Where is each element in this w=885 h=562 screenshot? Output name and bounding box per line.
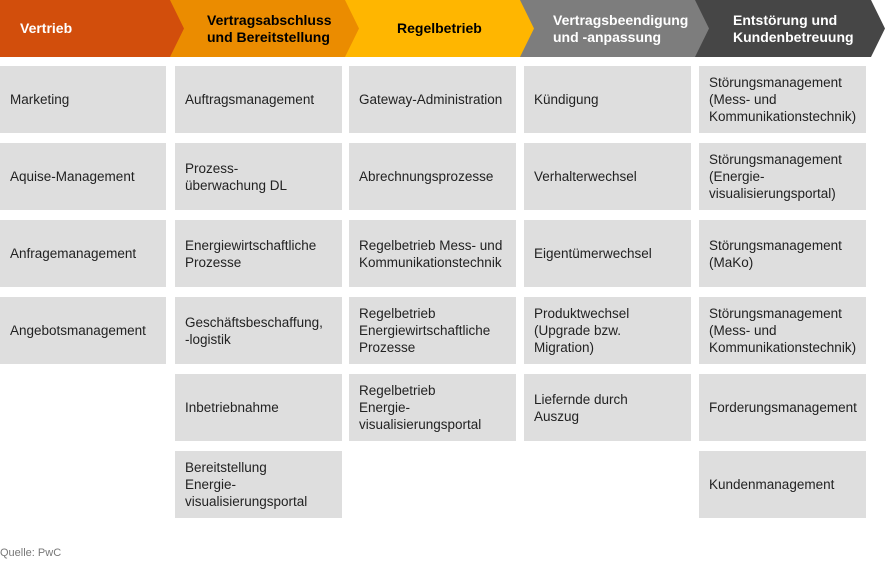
phase-chevron-2 (170, 0, 361, 57)
source-note: Quelle: PwC (0, 547, 62, 559)
activity-box: Störungsmanagement (Mess- und Kommunikat… (699, 297, 866, 364)
phase-label-5: Entstörung und Kundenbetreuung (733, 11, 854, 45)
phase-label-3: Regelbetrieb (397, 20, 482, 36)
phase-label-1: Vertrieb (20, 20, 73, 36)
activity-box: Regelbetrieb Mess- und Kommunikationstec… (349, 220, 516, 287)
activity-box: Kundenmanagement (699, 451, 866, 518)
activity-box: Forderungsmanagement (699, 374, 866, 441)
activity-box: Aquise-Management (0, 143, 166, 210)
activity-box: Verhalterwechsel (524, 143, 691, 210)
activity-box: Eigentümerwechsel (524, 220, 691, 287)
activity-box: Energiewirtschaftliche Prozesse (175, 220, 342, 287)
activity-box: Geschäftsbeschaffung, -logistik (175, 297, 342, 364)
activity-box: Abrechnungsprozesse (349, 143, 516, 210)
activity-box: Kündigung (524, 66, 691, 133)
phase-label-2: Vertragsabschluss und Bereitstellung (207, 11, 332, 45)
activity-box: Regelbetrieb Energie- visualisierungspor… (349, 374, 516, 441)
activity-box: Liefernde durch Auszug (524, 374, 691, 441)
activity-box: Anfragemanagement (0, 220, 166, 287)
activity-box: Störungsmanagement (Energie- visualisier… (699, 143, 866, 210)
activity-box: Inbetriebnahme (175, 374, 342, 441)
phase-chevrons (0, 0, 885, 57)
activity-box: Störungsmanagement (MaKo) (699, 220, 866, 287)
activity-box: Produktwechsel (Upgrade bzw. Migration) (524, 297, 691, 364)
activity-box: Prozess- überwachung DL (175, 143, 342, 210)
activity-box: Bereitstellung Energie- visualisierungsp… (175, 451, 342, 518)
phase-chevron-5 (695, 0, 885, 57)
activity-box: Gateway-Administration (349, 66, 516, 133)
activity-box: Angebotsmanagement (0, 297, 166, 364)
activity-box: Auftragsmanagement (175, 66, 342, 133)
phase-chevron-3 (345, 0, 536, 57)
phase-chevron-1 (0, 0, 186, 57)
activity-box: Marketing (0, 66, 166, 133)
activity-box: Störungsmanagement (Mess- und Kommunikat… (699, 66, 866, 133)
activity-box: Regelbetrieb Energiewirtschaftliche Proz… (349, 297, 516, 364)
phase-label-4: Vertragsbeendigung und -anpassung (553, 11, 689, 45)
phase-chevron-4 (520, 0, 711, 57)
